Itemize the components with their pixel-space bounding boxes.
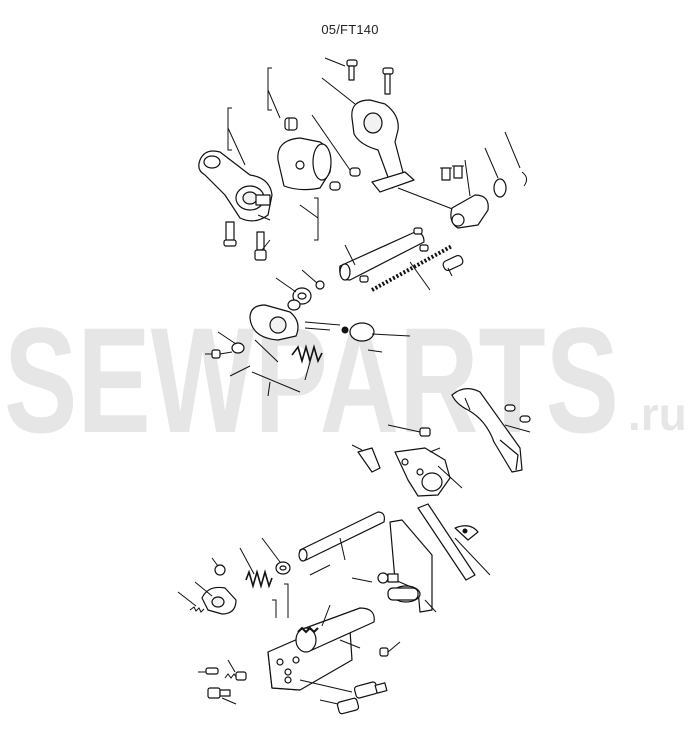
adjust-screw-lower	[379, 641, 401, 657]
washer-1	[275, 277, 312, 305]
small-screw-mid	[387, 424, 431, 437]
bracket-4	[272, 599, 277, 618]
roller-pin	[442, 254, 464, 277]
mounting-bracket	[387, 519, 437, 613]
key-small	[413, 227, 429, 252]
ball-joint	[341, 322, 411, 353]
pin-spring	[304, 321, 341, 331]
nut-small	[211, 557, 226, 576]
cap-screw-right-1	[299, 679, 388, 699]
dowel-pins	[504, 404, 531, 433]
screw-rod-left-2	[254, 231, 271, 261]
bracket-3	[314, 197, 319, 241]
washer-2	[287, 299, 301, 311]
screw-rod-left-1	[223, 221, 237, 247]
cap-screw-left	[207, 687, 237, 705]
washer-lower	[261, 537, 291, 575]
screw-top-right	[382, 67, 394, 95]
lever-body	[249, 304, 299, 363]
compression-spring-upper	[291, 344, 323, 381]
presser-arm	[394, 447, 463, 497]
bracket-1	[267, 67, 272, 111]
lower-shaft	[298, 511, 385, 576]
set-screw-pair	[440, 165, 464, 181]
angled-bracket-lever	[451, 388, 523, 473]
small-screws-left	[198, 659, 247, 681]
connecting-rod-left	[198, 150, 273, 222]
compression-spring-lower	[239, 547, 273, 589]
adjuster-knob	[177, 581, 237, 615]
flat-spring-plate	[417, 503, 491, 581]
ball-small	[301, 269, 369, 290]
cap-screw-right-2	[319, 697, 360, 715]
small-tab	[454, 525, 479, 541]
screw-lever	[205, 331, 245, 359]
cap-nut	[284, 117, 298, 131]
diagram-title: 05/FT140	[321, 22, 379, 37]
retaining-ring-1	[484, 147, 507, 198]
crank-block	[450, 159, 489, 229]
eccentric-collar	[277, 137, 332, 191]
screw-top-left	[324, 57, 358, 81]
upper-shaft	[339, 231, 425, 281]
connecting-rod-right	[321, 77, 456, 211]
pin-small-1	[311, 114, 361, 191]
gear-cylinder	[295, 577, 375, 653]
gear-rack	[371, 244, 453, 292]
bracket-5	[284, 583, 289, 618]
long-rod	[229, 365, 301, 397]
screw-bracket	[377, 572, 399, 584]
small-bracket	[351, 444, 381, 473]
retaining-ring-2	[504, 131, 528, 187]
